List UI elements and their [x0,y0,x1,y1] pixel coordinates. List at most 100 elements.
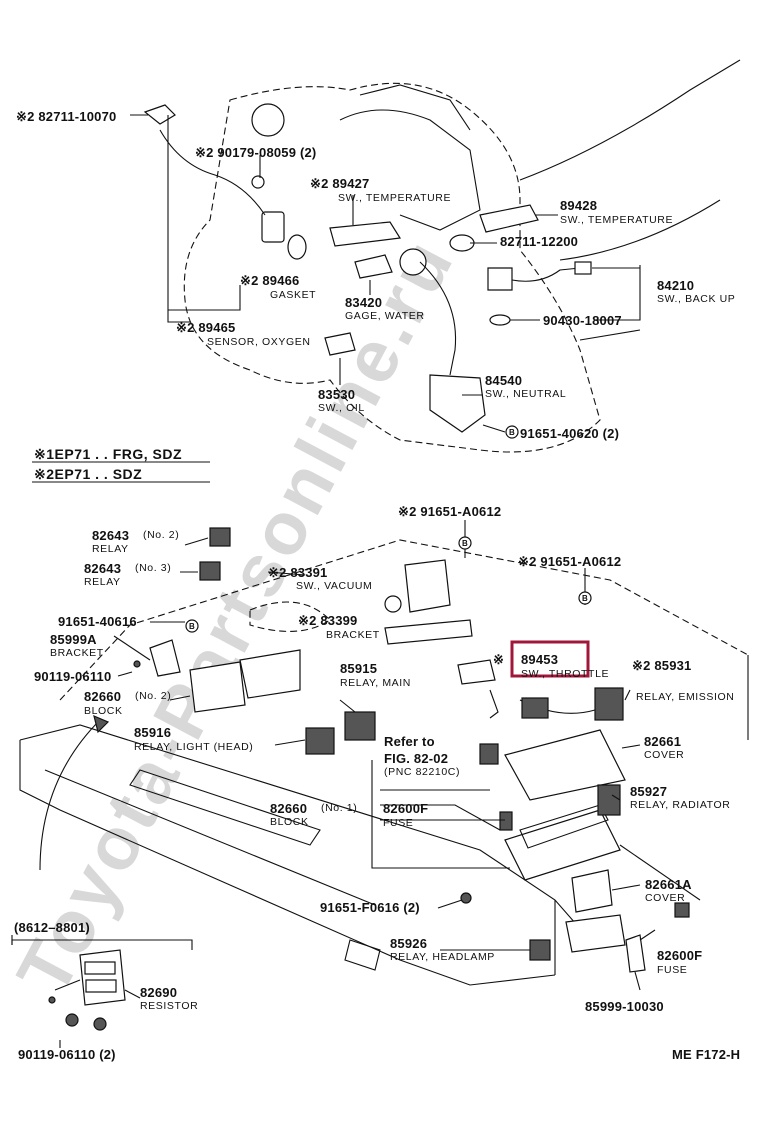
bolt-markers [185,425,592,633]
part-number: 82661A [645,877,692,892]
main-relay-icon [344,711,376,741]
part-name: RELAY, HEADLAMP [390,951,495,963]
part-number: ※2 85931 [632,658,691,673]
bolt-icon [133,660,141,668]
refer-line-1: Refer to [384,734,435,749]
part-number: 85999-10030 [585,999,664,1014]
back-up-connector-icon [574,261,592,275]
bolt-marker-labels: B B B B [189,428,588,631]
clamp-icon [251,175,265,189]
svg-text:B: B [189,622,195,631]
resistor-icon [79,949,126,1006]
part-number: 83530 [318,387,355,402]
part-qualifier: (No. 3) [135,562,171,574]
part-name: SW., VACUUM [296,580,372,592]
oil-switch-icon [324,332,356,356]
part-number: 84210 [657,278,694,293]
part-number: 82660 [84,689,121,704]
resistor-inset [11,935,193,1048]
refer-line-3: (PNC 82210C) [384,766,460,778]
legend-line-2: ※2EP71 . . SDZ [34,466,142,482]
cover-icon [504,729,626,801]
part-name: RELAY [92,543,129,555]
washer-icon [489,314,511,326]
block-no2-icon [189,661,246,713]
part-number: 82600F [383,801,428,816]
throttle-switch-icon [457,659,496,685]
water-gage-bracket-icon [399,248,427,276]
temperature-switch-icon [329,221,402,247]
refer-line-2: FIG. 82-02 [384,751,448,766]
part-number: ※2 91651-A0612 [518,554,621,569]
vacuum-switch-icon [404,559,451,613]
part-name: FUSE [383,817,413,829]
part-number: ※2 91651-A0612 [398,504,501,519]
part-number: ※2 82711-10070 [16,109,116,124]
part-number: 89428 [560,198,597,213]
part-name: SW., OIL [318,402,365,414]
emission-connector-icon [521,697,549,719]
part-name: RESISTOR [140,1000,198,1012]
part-number: 82643 [84,561,121,576]
part-qualifier: (No. 2) [135,690,171,702]
gasket-icon [287,234,307,260]
fuse-f-icon [674,902,690,918]
connector-icon [143,104,176,125]
part-number: 82600F [657,948,702,963]
part-name: BLOCK [270,816,309,828]
part-number: 90430-18007 [543,313,622,328]
part-number: 82690 [140,985,177,1000]
part-number: 83420 [345,295,382,310]
part-number: ※2 83391 [268,565,327,580]
arrow-icon [93,714,110,734]
neutral-switch-icon [429,374,486,433]
bracket-icon [149,639,181,677]
part-number: 91651-F0616 (2) [320,900,420,915]
block-no1-icon [504,809,621,881]
part-name: COVER [644,749,684,761]
relay-no2-icon [209,527,231,547]
part-number: 90119-06110 [34,669,111,684]
grommet-2-icon [93,1017,107,1031]
vacuum-bracket-icon [384,619,473,645]
part-name: BRACKET [326,629,380,641]
part-number: 85999A [50,632,97,647]
part-qualifier: (No. 1) [321,802,357,814]
part-name: FUSE [657,964,687,976]
compartment-outline [19,520,749,991]
part-number: 90119-06110 (2) [18,1047,116,1062]
part-number: 84540 [485,373,522,388]
part-number: ※2 89427 [310,176,369,191]
vacuum-connector-icon [384,595,402,613]
grommet-icon [65,1013,79,1027]
part-marker: ※ [493,652,504,667]
oxygen-sensor-flange-icon [261,211,285,243]
part-number: 82661 [644,734,681,749]
bolt-f0616-icon [460,892,472,904]
part-name: GAGE, WATER [345,310,425,322]
part-number: 85916 [134,725,171,740]
back-up-switch-icon [487,267,513,291]
part-name: SW., BACK UP [657,293,735,305]
part-number: ※2 90179-08059 (2) [195,145,316,160]
part-number: ※2 89465 [176,320,235,335]
temperature-switch-2-icon [479,204,539,233]
inset-range: (8612–8801) [14,920,90,935]
emission-relay-icon [594,687,624,721]
figure-code: ME F172-H [672,1047,740,1062]
part-name: SW., TEMPERATURE [560,214,673,226]
radiator-relay-icon [597,784,621,816]
part-qualifier: (No. 2) [143,529,179,541]
svg-text:B: B [509,428,515,437]
relay-no3-icon [199,561,221,581]
part-number: 85927 [630,784,667,799]
part-name: GASKET [270,289,316,301]
oil-cap-icon [251,103,285,137]
part-name: RELAY, EMISSION [636,691,734,703]
legend-line-1: ※1EP71 . . FRG, SDZ [34,446,182,462]
part-number: 82711-12200 [500,234,578,249]
fuse-small-icon [479,743,499,765]
part-number: 85915 [340,661,377,676]
part-name: SW., NEUTRAL [485,388,566,400]
